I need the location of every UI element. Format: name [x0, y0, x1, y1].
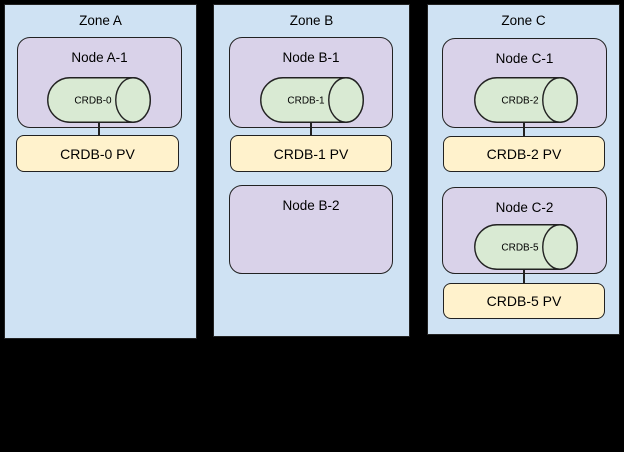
zone-a-title: Zone A	[79, 13, 122, 28]
cylinder-label: CRDB-1	[287, 96, 325, 107]
pv-box-crdb-2: CRDB-2 PV	[443, 136, 605, 172]
pv-box-crdb-1: CRDB-1 PV	[230, 135, 392, 172]
node-b1-box: Node B-1 CRDB-1	[229, 37, 393, 128]
zone-b-container: Zone B Node B-1 CRDB-1 CRDB-1 PV Node B-…	[213, 4, 410, 337]
zone-c-container: Zone C Node C-1 CRDB-2 CRDB-2 PV Node C-…	[427, 4, 620, 335]
pod-to-pv-connector-line	[98, 122, 100, 135]
cylinder-label: CRDB-2	[501, 96, 539, 107]
node-a1-title: Node A-1	[71, 50, 128, 65]
node-b2-title: Node B-2	[282, 198, 340, 213]
pod-to-pv-connector-line	[523, 122, 525, 136]
database-cylinder-icon: CRDB-2	[474, 77, 578, 123]
pv-label: CRDB-1 PV	[273, 145, 349, 162]
pv-label: CRDB-0 PV	[60, 145, 135, 162]
pv-label: CRDB-5 PV	[486, 293, 562, 309]
node-c1-title: Node C-1	[495, 51, 554, 66]
node-c2-box: Node C-2 CRDB-5	[442, 187, 607, 274]
node-c2-title: Node C-2	[495, 200, 554, 215]
database-cylinder-icon: CRDB-0	[47, 77, 151, 123]
database-cylinder-icon: CRDB-1	[260, 77, 364, 123]
zone-a-container: Zone A Node A-1 CRDB-0 CRDB-0 PV	[4, 4, 197, 339]
zone-c-title: Zone C	[501, 13, 546, 28]
pv-box-crdb-0: CRDB-0 PV	[16, 135, 179, 172]
node-a1-box: Node A-1 CRDB-0	[17, 37, 182, 128]
node-b2-box: Node B-2	[229, 185, 393, 274]
pv-box-crdb-5: CRDB-5 PV	[443, 283, 605, 319]
pod-to-pv-connector-line	[310, 122, 312, 135]
cylinder-label: CRDB-0	[74, 96, 112, 107]
zone-b-title: Zone B	[289, 13, 334, 28]
cylinder-label: CRDB-5	[501, 243, 539, 254]
node-b1-title: Node B-1	[282, 50, 340, 65]
pv-label: CRDB-2 PV	[486, 146, 562, 162]
pod-to-pv-connector-line	[523, 269, 525, 283]
node-c1-box: Node C-1 CRDB-2	[442, 38, 607, 128]
database-cylinder-icon: CRDB-5	[474, 224, 578, 270]
